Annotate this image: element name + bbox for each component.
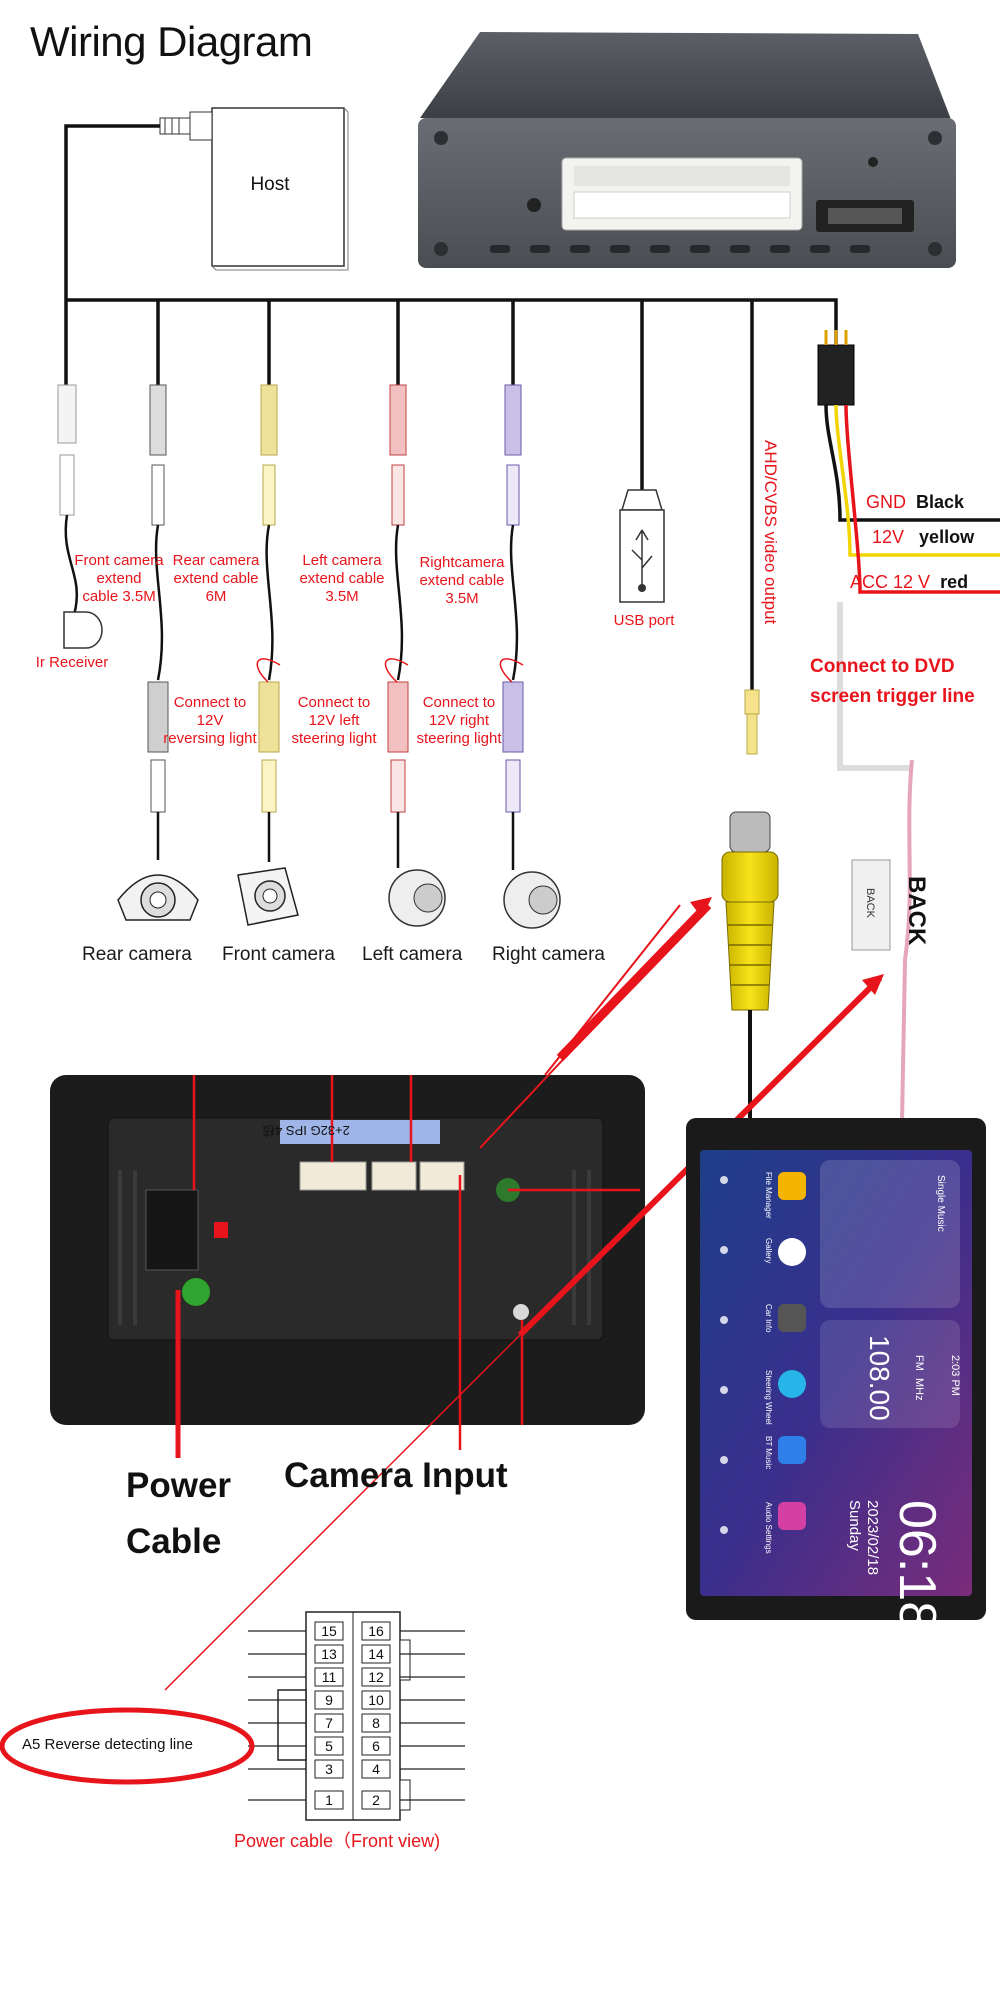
pin-cell bbox=[314, 1667, 344, 1687]
trigger-connector bbox=[817, 330, 1000, 1123]
pin-number: 8 bbox=[372, 1715, 380, 1731]
screen-clock: 06:18 bbox=[888, 1500, 946, 1630]
stereo-sticker: 2+32G IPS 4核 bbox=[262, 1123, 350, 1138]
reverse-line-highlight bbox=[0, 1707, 255, 1785]
app-label: File Manager bbox=[764, 1172, 773, 1219]
pin-number: 11 bbox=[322, 1669, 337, 1685]
pin-number: 7 bbox=[325, 1715, 333, 1731]
rear-trigger-label: Connect to 12V reversing light bbox=[163, 694, 257, 747]
ir-receiver-label: Ir Receiver bbox=[35, 654, 109, 671]
pin-cell bbox=[314, 1713, 344, 1733]
app-label: Car Info bbox=[764, 1304, 773, 1333]
dvd-trigger-label: Connect to DVD screen trigger line bbox=[810, 656, 975, 707]
rear-camera-name: Rear camera bbox=[82, 944, 192, 965]
rear-extend-label: Rear camera extend cable 6M bbox=[172, 552, 260, 605]
wire-gnd-color: Black bbox=[916, 492, 965, 512]
diagram-title: Wiring Diagram bbox=[30, 18, 313, 65]
pin-number: 9 bbox=[325, 1692, 333, 1708]
right-extend-label: Rightcamera extend cable 3.5M bbox=[419, 554, 505, 607]
wire-12v: 12V yellow bbox=[872, 527, 974, 548]
left-extend-label: Left camera extend cable 3.5M bbox=[299, 552, 385, 605]
wire-gnd-name: GND bbox=[866, 492, 906, 512]
pin-cell bbox=[314, 1690, 344, 1710]
front-camera-cable bbox=[237, 384, 299, 926]
pin-cell bbox=[314, 1644, 344, 1664]
pin-cell bbox=[314, 1736, 344, 1756]
right-camera-name: Right camera bbox=[492, 944, 605, 965]
video-output-label: AHD/CVBS video output bbox=[761, 440, 780, 625]
power-cable-caption: Power cable（Front view) bbox=[234, 1831, 441, 1851]
pin-number: 13 bbox=[321, 1646, 337, 1662]
screen-date: 2023/02/18 bbox=[864, 1500, 881, 1575]
left-camera-name: Left camera bbox=[362, 944, 463, 965]
front-camera-name: Front camera bbox=[222, 944, 335, 965]
pin-number: 1 bbox=[325, 1792, 333, 1808]
wire-acc: ACC 12 V red bbox=[850, 572, 968, 593]
pin-cell bbox=[361, 1736, 391, 1756]
power-cable-label: Power Cable bbox=[126, 1466, 232, 1561]
screen-unit: MHz bbox=[913, 1378, 925, 1401]
pin-number: 2 bbox=[372, 1792, 380, 1808]
screen-fm-band: FM bbox=[913, 1355, 925, 1371]
pin-number: 14 bbox=[368, 1646, 384, 1662]
host-module bbox=[159, 107, 349, 271]
rear-camera-cable bbox=[117, 384, 199, 921]
screen-status-time: 2:03 PM bbox=[949, 1355, 961, 1396]
pin-cell bbox=[361, 1621, 391, 1641]
video-output-plug bbox=[744, 689, 760, 755]
car-stereo-back bbox=[50, 1075, 645, 1458]
pin-number: 10 bbox=[368, 1692, 384, 1708]
left-camera-cable bbox=[384, 384, 446, 927]
pin-cell bbox=[361, 1759, 391, 1779]
wire-12v-name: 12V bbox=[872, 527, 905, 547]
pin-number: 4 bbox=[372, 1761, 380, 1777]
ir-receiver-cable bbox=[57, 384, 103, 649]
back-tag bbox=[851, 859, 891, 951]
pin-cell bbox=[314, 1759, 344, 1779]
pin-cell bbox=[361, 1644, 391, 1664]
pin-number: 3 bbox=[325, 1761, 333, 1777]
back-tag-text: BACK bbox=[864, 888, 876, 919]
app-label: BT Music bbox=[764, 1436, 773, 1469]
app-label: Steering Wheel bbox=[764, 1370, 773, 1425]
right-camera-cable bbox=[499, 384, 561, 929]
screen-day: Sunday bbox=[846, 1500, 863, 1551]
left-trigger-label: Connect to 12V left steering light bbox=[291, 694, 377, 747]
reverse-line-label: A5 Reverse detecting line bbox=[22, 1736, 193, 1753]
wiring-harness bbox=[64, 124, 838, 690]
wire-12v-color: yellow bbox=[919, 527, 975, 547]
usb-port-label: USB port bbox=[613, 612, 675, 629]
pin-cell bbox=[361, 1667, 391, 1687]
right-trigger-label: Connect to 12V right steering light bbox=[416, 694, 502, 747]
screen-frequency: 108.00 bbox=[864, 1335, 895, 1421]
rca-plug bbox=[721, 811, 779, 1122]
pin-number: 16 bbox=[368, 1623, 384, 1639]
app-label: Gallery bbox=[764, 1238, 773, 1263]
app-label: Audio Settings bbox=[764, 1502, 773, 1554]
pin-cell bbox=[314, 1621, 344, 1641]
video-interface-box bbox=[418, 32, 956, 268]
pin-number: 15 bbox=[321, 1623, 337, 1639]
wire-acc-color: red bbox=[940, 572, 969, 592]
wire-gnd: GND Black bbox=[866, 492, 964, 513]
pin-number: 6 bbox=[372, 1738, 380, 1754]
head-unit-display bbox=[686, 1118, 986, 1620]
host-label: Host bbox=[250, 174, 290, 195]
pin-cell bbox=[361, 1790, 391, 1810]
pin-cell bbox=[314, 1790, 344, 1810]
front-extend-label: Front camera extend cable 3.5M bbox=[74, 552, 164, 605]
camera-input-label: Camera Input bbox=[284, 1456, 508, 1495]
screen-music-label: Single Music bbox=[935, 1175, 946, 1232]
usb-port-cable bbox=[619, 489, 665, 603]
wire-acc-name: ACC 12 V bbox=[850, 572, 931, 592]
screen-ampm: AM bbox=[902, 1622, 918, 1643]
pin-cell bbox=[361, 1690, 391, 1710]
pin-number: 12 bbox=[368, 1669, 384, 1685]
pin-cell bbox=[361, 1713, 391, 1733]
back-label: BACK bbox=[903, 876, 930, 946]
pin-number: 5 bbox=[325, 1738, 333, 1754]
